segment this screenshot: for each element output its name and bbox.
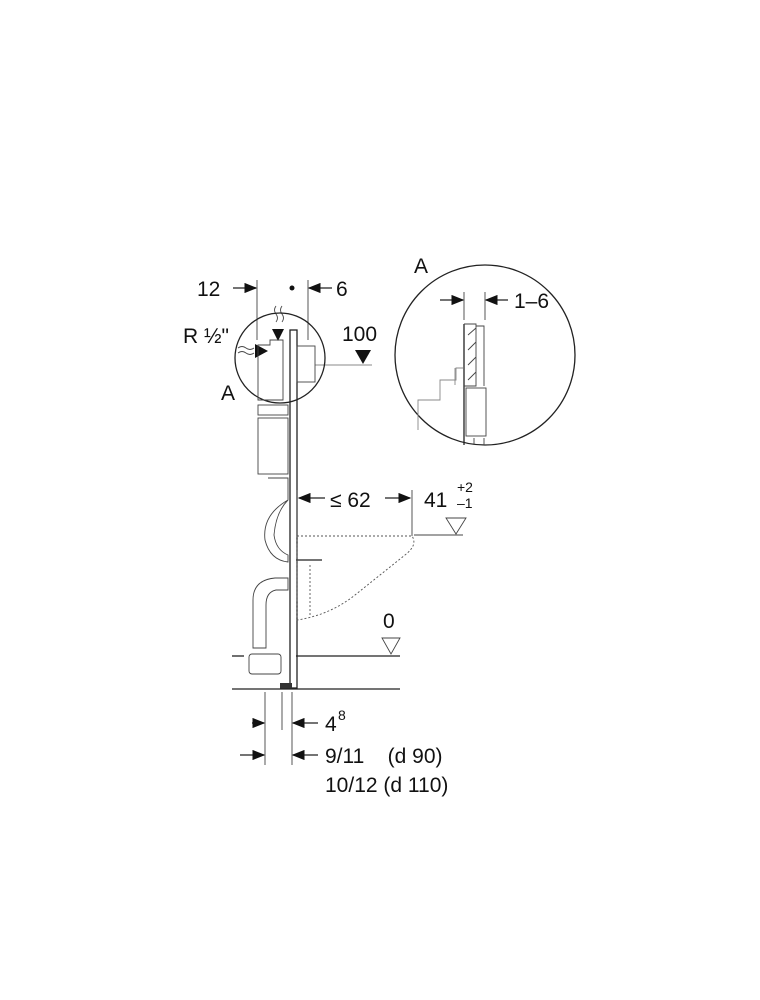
dimension-top: 12 6 <box>197 278 348 340</box>
dim-seat-height: 41 <box>424 489 447 512</box>
seat-level-icon <box>445 517 467 535</box>
axis-dot <box>289 285 295 291</box>
dim-projection: ≤ 62 <box>330 489 371 512</box>
floor-level-label: 0 <box>383 610 395 633</box>
dim-depth-d110: 10/12 (d 110) <box>325 774 448 797</box>
dim-1-6: 1–6 <box>514 290 549 313</box>
water-inlet-icon <box>237 346 255 355</box>
detail-circle-a <box>234 312 326 404</box>
dim-depth-d90: 9/11 (d 90) <box>325 745 443 768</box>
installation-frame <box>248 329 322 689</box>
dim-4: 4 <box>325 713 337 736</box>
dim-12: 12 <box>197 278 220 301</box>
detail-ref-a: A <box>221 382 235 405</box>
dim-6: 6 <box>336 278 348 301</box>
dim-4-sup: 8 <box>338 707 346 723</box>
wc-bowl-outline <box>296 535 415 621</box>
tol-plus: +2 <box>457 479 473 495</box>
connection-label: R ½" <box>183 325 229 348</box>
tol-minus: –1 <box>457 495 473 511</box>
detail-title-a: A <box>414 255 428 278</box>
detail-a: A 1–6 <box>394 255 576 446</box>
dimension-projection: ≤ 62 41 +2 –1 <box>296 479 473 536</box>
dim-100: 100 <box>342 323 377 346</box>
level-marker-icon <box>355 350 371 364</box>
floor-level-icon <box>381 637 401 655</box>
cistern <box>257 417 289 475</box>
drain-pipe <box>248 653 282 675</box>
dimension-bottom: 4 8 9/11 (d 90) 10/12 (d 110) <box>240 692 448 797</box>
